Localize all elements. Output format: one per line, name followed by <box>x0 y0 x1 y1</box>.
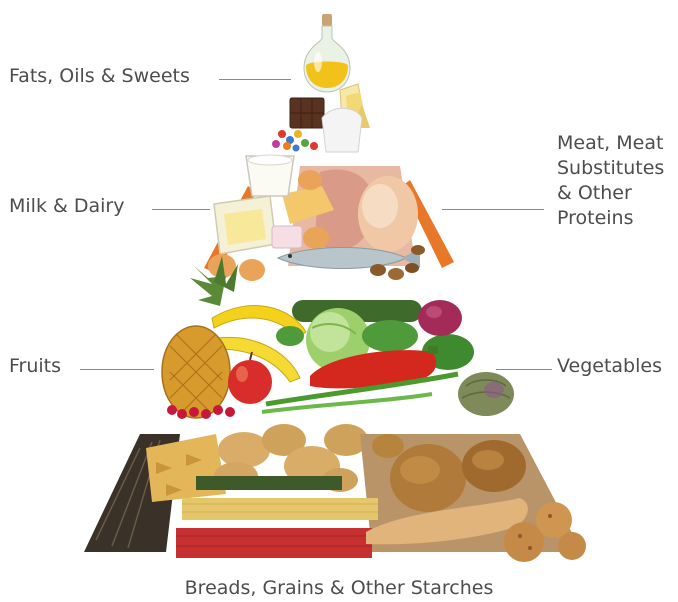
milk-glass-icon <box>246 155 294 196</box>
label-meat-line-1: Meat, Meat <box>557 131 677 156</box>
leader-line-fats <box>219 79 291 80</box>
label-meat-line-3: & Other <box>557 181 677 206</box>
onion-icon <box>418 300 462 336</box>
chicken-icon <box>358 176 418 252</box>
artichoke-icon <box>458 372 514 416</box>
leader-line-fruits <box>80 369 154 370</box>
tier-fruits-vegetables <box>162 256 514 419</box>
leader-line-milk <box>152 209 210 210</box>
label-vegetables: Vegetables <box>557 354 662 379</box>
label-meat-line-4: Proteins <box>557 206 677 231</box>
label-breads-grains-starches: Breads, Grains & Other Starches <box>0 576 678 601</box>
leader-line-meat <box>442 209 544 210</box>
label-meat-line-2: Substitutes <box>557 156 677 181</box>
oil-bottle-icon <box>304 14 350 92</box>
label-fruits: Fruits <box>9 354 61 379</box>
tier-milk-meat <box>204 155 454 281</box>
label-meat-proteins: Meat, Meat Substitutes & Other Proteins <box>557 131 677 231</box>
label-milk-dairy: Milk & Dairy <box>9 194 124 219</box>
cheese-icon <box>322 84 370 152</box>
tier-fats <box>272 14 370 152</box>
label-fats-oils-sweets: Fats, Oils & Sweets <box>9 64 190 89</box>
tier-grains <box>84 424 586 562</box>
leader-line-vegetables <box>496 369 552 370</box>
chocolate-icon <box>290 98 324 128</box>
